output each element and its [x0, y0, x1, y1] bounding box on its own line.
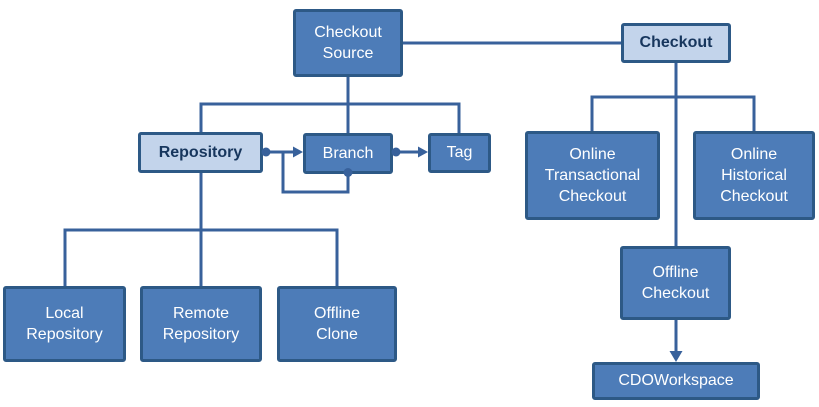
node-cdoworkspace: CDOWorkspace [592, 362, 760, 400]
edge-repository-tree-rail [63, 228, 339, 286]
node-repository: Repository [138, 132, 263, 173]
arrowhead-cdoworkspace [669, 351, 683, 362]
arrowhead-tag [418, 146, 428, 158]
node-checkout-source: Checkout Source [293, 9, 403, 77]
node-remote-repository: Remote Repository [140, 286, 262, 362]
edge-right-tree-rail [590, 95, 756, 131]
node-branch: Branch [303, 133, 393, 174]
node-offline-clone: Offline Clone [277, 286, 397, 362]
arrowhead-branch [293, 146, 303, 158]
edge-left-tree-rail [199, 102, 461, 133]
node-online-historical-checkout: Online Historical Checkout [693, 131, 815, 220]
node-online-transactional-checkout: Online Transactional Checkout [525, 131, 660, 220]
node-tag: Tag [428, 133, 491, 173]
node-local-repository: Local Repository [3, 286, 126, 362]
node-checkout: Checkout [621, 23, 731, 63]
node-offline-checkout: Offline Checkout [620, 246, 731, 320]
